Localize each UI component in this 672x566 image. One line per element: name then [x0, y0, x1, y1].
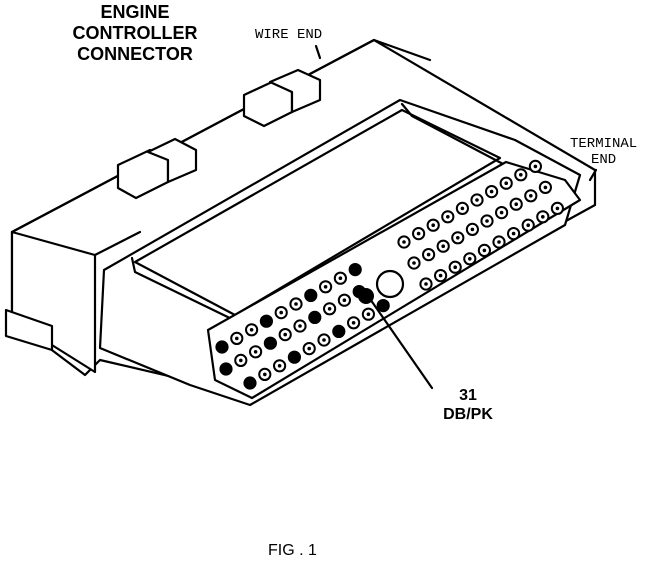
pin-contact	[416, 231, 421, 236]
pin-contact	[224, 367, 228, 371]
housing-lower-tab	[4, 308, 54, 352]
figure-caption: FIG . 1	[268, 542, 317, 559]
pin-callout: 31 DB/PK	[418, 386, 518, 424]
pin-31-leader-line	[366, 294, 434, 390]
pin-contact	[220, 345, 224, 349]
terminal-window-rail-right	[400, 102, 507, 167]
pin-array	[215, 159, 565, 390]
pin-contact	[248, 381, 252, 385]
pin-contact	[446, 215, 450, 219]
housing-front-edge	[93, 230, 142, 257]
pin-contact	[277, 364, 282, 368]
wire-end-arrow	[314, 44, 322, 60]
pin-contact	[253, 350, 258, 354]
pin-contact	[441, 244, 446, 248]
pin-contact	[514, 202, 518, 206]
pin-contact	[353, 267, 358, 272]
pin-contact	[381, 303, 386, 308]
pin-contact	[235, 336, 239, 341]
pin-contact	[424, 282, 428, 286]
pin-contact	[239, 358, 243, 363]
pin-contact	[438, 273, 443, 278]
pin-contact	[263, 372, 267, 377]
pin-contact	[366, 312, 371, 317]
pin-contact	[307, 346, 312, 351]
pin-contact	[294, 302, 298, 306]
pin-contact	[541, 215, 545, 219]
pin-contact	[499, 210, 504, 215]
pin-contact	[468, 257, 472, 261]
wire-end-label: WIRE END	[255, 27, 323, 43]
latch-tab-1	[116, 137, 198, 200]
latch-tab-2	[242, 68, 322, 128]
pin-31-highlight	[358, 288, 374, 304]
pin-contact	[526, 223, 530, 227]
pin-contact	[543, 185, 548, 190]
pin-contact	[279, 310, 284, 315]
pin-contact	[337, 329, 341, 334]
terminal-window-rail-left	[130, 256, 240, 324]
pin-contact	[497, 240, 501, 244]
pin-contact	[489, 189, 494, 194]
terminal-end-line-2: END	[591, 152, 617, 168]
pin-callout-number: 31	[459, 387, 477, 404]
pin-contact	[249, 328, 254, 332]
center-key-hole	[375, 269, 405, 299]
pin-contact	[283, 332, 288, 337]
pin-callout-wire-color: DB/PK	[443, 406, 493, 423]
pin-contact	[529, 194, 533, 198]
title-line-2: CONTROLLER	[72, 23, 198, 43]
pin-contact	[327, 307, 332, 311]
pin-contact	[485, 219, 489, 223]
pin-contact	[412, 261, 416, 265]
title-line-3: CONNECTOR	[77, 44, 193, 64]
housing-front-face	[10, 230, 97, 374]
pin-contact	[268, 341, 273, 346]
pin-contact	[453, 265, 458, 270]
terminal-window	[133, 108, 502, 317]
pin-contact	[292, 355, 297, 360]
pin-contact	[555, 206, 560, 211]
connector-title: ENGINE CONTROLLER CONNECTOR	[40, 2, 230, 65]
pin-contact	[309, 293, 313, 298]
pin-contact	[456, 236, 460, 240]
pin-contact	[264, 319, 269, 324]
pin-contact	[511, 231, 516, 236]
pin-contact	[431, 223, 436, 227]
pin-contact	[475, 198, 479, 202]
pin-contact	[402, 240, 406, 244]
terminal-end-line-1: TERMINAL	[570, 136, 638, 152]
title-line-1: ENGINE	[100, 2, 170, 22]
pin-contact	[322, 338, 326, 342]
pin-contact	[460, 206, 465, 211]
pin-contact	[313, 315, 317, 320]
terminal-end-arrow	[588, 168, 598, 182]
pin-contact	[426, 252, 431, 257]
pin-contact	[298, 324, 302, 328]
terminal-end-label: TERMINAL END	[570, 136, 637, 168]
pin-contact	[519, 173, 523, 177]
pin-contact	[482, 248, 487, 253]
pin-contact	[323, 285, 328, 289]
pin-contact	[342, 298, 347, 303]
pin-contact	[533, 164, 538, 169]
pin-contact	[351, 321, 356, 325]
pin-contact	[338, 276, 343, 281]
pin-contact	[504, 181, 509, 185]
pin-contact	[470, 227, 475, 232]
